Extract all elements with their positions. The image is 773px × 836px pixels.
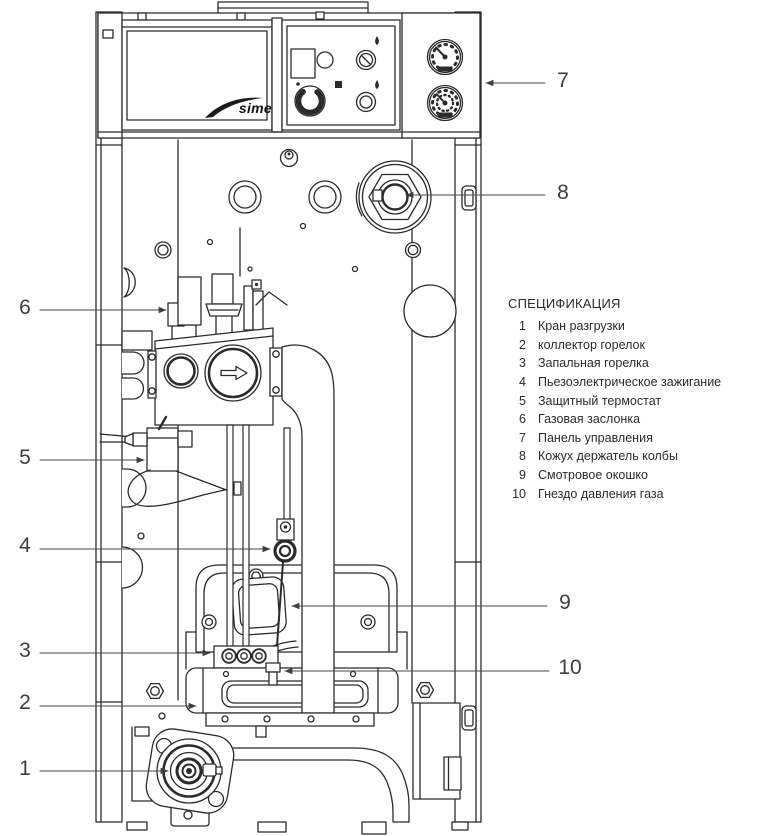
flame-icon	[375, 36, 379, 45]
valve-bracket	[243, 279, 288, 331]
spec-item-number: 8	[519, 449, 526, 464]
spec-item: 5 Защитный термостат	[508, 391, 721, 410]
spec-item-number: 10	[512, 486, 526, 501]
callout-number-4: 4	[19, 534, 31, 557]
adjuster-screw-knob	[355, 49, 377, 71]
spec-item-label: Кран разгрузки	[538, 319, 625, 334]
spec-item: 6 Газовая заслонка	[508, 410, 721, 429]
spec-item-number: 2	[519, 337, 526, 352]
thermometer-gauge	[426, 38, 464, 76]
spec-item-label: Защитный термостат	[538, 393, 662, 408]
reset-button	[316, 51, 334, 69]
callout-number-7: 7	[557, 69, 569, 92]
spec-item: 3 Запальная горелка	[508, 354, 721, 373]
spec-item-number: 6	[519, 412, 526, 427]
drain-valve	[145, 728, 235, 827]
spec-item-number: 7	[519, 430, 526, 445]
back-panel-details	[121, 148, 457, 720]
burner-flange	[205, 712, 375, 738]
spec-item-label: Гнездо давления газа	[538, 486, 664, 501]
control-knob	[294, 81, 342, 117]
spec-item-label: Газовая заслонка	[538, 412, 641, 427]
control-panel-assembly	[97, 11, 481, 139]
callout-number-10: 10	[558, 656, 582, 679]
capillary-wire	[127, 469, 238, 507]
gauge-panel	[401, 12, 481, 139]
spec-item: 8 Кожух держатель колбы	[508, 447, 721, 466]
rail-clips	[461, 185, 477, 731]
spec-item-label: Кожух держатель колбы	[538, 449, 678, 464]
brand-logo: sime	[238, 100, 272, 116]
callout-number-5: 5	[19, 446, 31, 469]
spec-item: 10 Гнездо давления газа	[508, 484, 721, 503]
specification-title: СПЕЦИФИКАЦИЯ	[508, 296, 621, 311]
pilot-knob	[355, 91, 377, 113]
gas-pressure-socket	[265, 662, 281, 686]
callout-lines	[39, 79, 550, 775]
specification-list: СПЕЦИФИКАЦИЯ 1 Кран разгрузки 2 коллекто…	[508, 296, 721, 503]
callout-number-1: 1	[19, 757, 31, 780]
spec-item-label: Смотровое окошко	[538, 468, 648, 483]
callout-number-6: 6	[19, 296, 31, 319]
spec-item: 9 Смотровое окошко	[508, 466, 721, 485]
top-hood	[217, 1, 369, 15]
spec-item: 7 Панель управления	[508, 429, 721, 448]
spec-item-number: 9	[519, 468, 526, 483]
callout-number-2: 2	[19, 691, 31, 714]
flow-arrow	[220, 365, 248, 381]
control-face	[281, 19, 401, 131]
spec-item: 4 Пьезоэлектрическое зажигание	[508, 373, 721, 392]
spec-item-label: Пьезоэлектрическое зажигание	[538, 375, 722, 390]
spec-item-number: 4	[519, 375, 526, 390]
pilot-burner	[213, 645, 279, 669]
spec-item: 1 Кран разгрузки	[508, 317, 721, 336]
bottom-frame	[131, 702, 462, 823]
manometer-gauge	[426, 84, 464, 122]
hex-nuts	[145, 681, 435, 700]
spec-item-label: Запальная горелка	[538, 356, 649, 371]
spec-item-number: 3	[519, 356, 526, 371]
logo-swoosh	[205, 97, 263, 118]
spec-item-label: Панель управления	[538, 430, 653, 445]
spec-item-number: 1	[519, 319, 526, 334]
spec-item: 2 коллектор горелок	[508, 336, 721, 355]
burner-manifold	[185, 667, 399, 714]
bulb-holder-flange	[355, 160, 432, 234]
display-window	[290, 48, 316, 79]
safety-thermostat	[99, 415, 242, 507]
front-door	[121, 19, 273, 131]
solenoid-operator	[205, 273, 243, 317]
boiler-frame	[95, 11, 482, 835]
gas-valve-assembly	[121, 273, 288, 426]
callout-number-8: 8	[557, 181, 569, 204]
spec-item-label: коллектор горелок	[538, 337, 645, 352]
callout-number-9: 9	[559, 591, 571, 614]
callout-number-3: 3	[19, 639, 31, 662]
piezo-ignition	[273, 518, 297, 647]
flame-icon	[375, 80, 379, 89]
ignition-cable	[276, 561, 284, 647]
panel-hinge-strip	[271, 17, 283, 133]
solenoid-coil	[177, 276, 202, 326]
spec-item-number: 5	[519, 393, 526, 408]
